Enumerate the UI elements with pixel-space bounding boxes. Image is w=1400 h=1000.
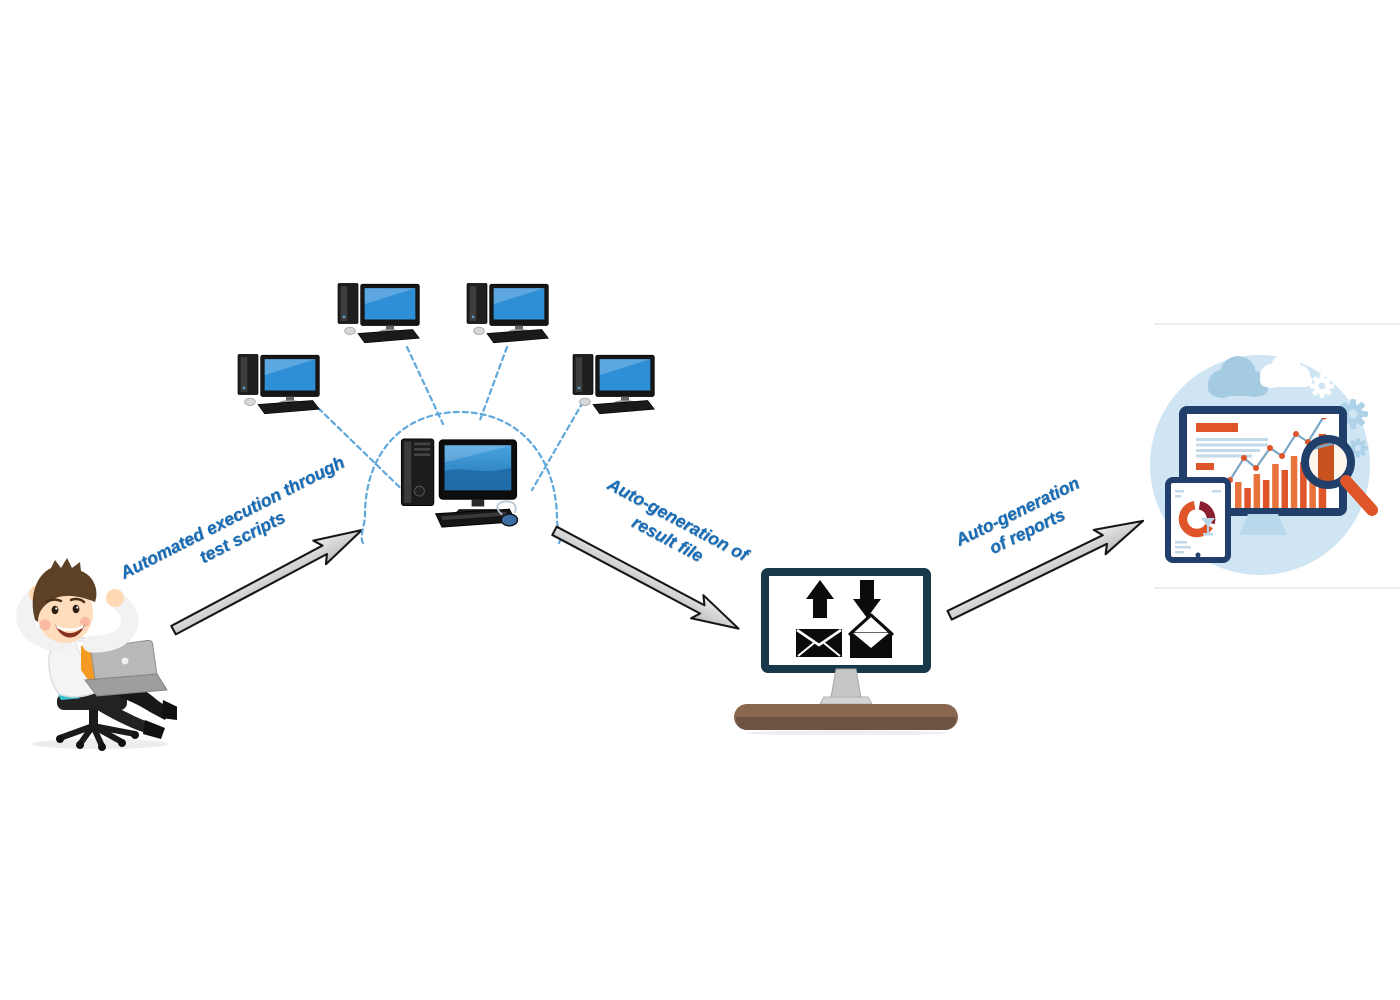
- relaxed-tester-illustration: [16, 558, 177, 751]
- closed-envelope-icon: [796, 628, 842, 657]
- workstation-4: [572, 354, 655, 415]
- server-tower: [400, 438, 435, 506]
- upload-arrow-icon: [806, 580, 834, 618]
- report-text-lines: [1196, 423, 1268, 470]
- monitor-frame: [761, 568, 931, 673]
- gear-icon: [1310, 374, 1334, 398]
- connector-line: [530, 400, 585, 492]
- server-mouse: [496, 500, 519, 527]
- pie-chart-tablet-icon: [1165, 477, 1231, 563]
- workstation-2: [337, 283, 420, 344]
- workstation-1: [237, 354, 320, 415]
- laptop: [84, 639, 168, 697]
- open-envelope-icon: [848, 613, 894, 658]
- smile: [55, 624, 85, 638]
- head: [32, 558, 97, 643]
- result-monitor: [734, 568, 958, 735]
- desk: [734, 704, 958, 735]
- central-server: [400, 438, 519, 528]
- workstation-3: [466, 283, 549, 344]
- cloud-icon: [1260, 353, 1312, 388]
- connector-line: [478, 345, 509, 422]
- network-dome-connectors: [310, 345, 585, 545]
- download-arrow-icon: [853, 580, 881, 618]
- magnifier-icon: [1301, 435, 1378, 516]
- trend-line-icon: [1227, 418, 1327, 483]
- connector-line: [310, 400, 420, 507]
- network-dome-icon: [360, 410, 562, 545]
- report-monitor-stand: [1239, 514, 1287, 535]
- hair: [32, 558, 97, 622]
- server-monitor: [438, 439, 518, 515]
- monitor-stand: [819, 668, 873, 705]
- reports-illustration: [1150, 323, 1400, 589]
- connector-line: [405, 345, 445, 426]
